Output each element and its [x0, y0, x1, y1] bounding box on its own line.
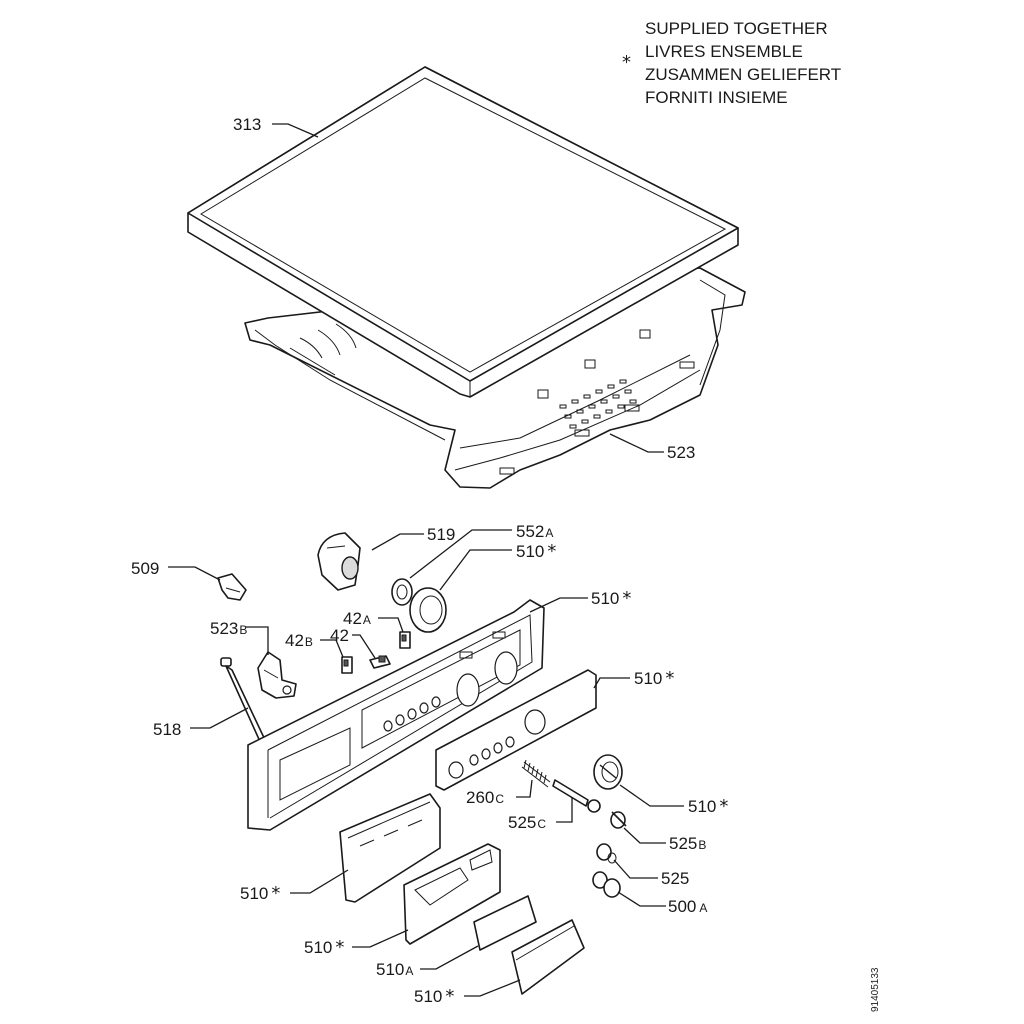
part-509-clip: [217, 573, 247, 601]
part-313-lid: [187, 66, 739, 398]
label-552a: 552A: [516, 522, 553, 541]
label-525b: 525B: [669, 834, 706, 853]
label-523: 523: [667, 443, 695, 462]
part-260c-spring: [521, 759, 551, 788]
label-42a: 42A: [343, 609, 371, 628]
label-510-big-knob: 510*: [688, 796, 728, 817]
legend-line-fr: LIVRES ENSEMBLE: [645, 42, 803, 61]
legend-line-en: SUPPLIED TOGETHER: [645, 19, 828, 38]
legend: * SUPPLIED TOGETHER LIVRES ENSEMBLE ZUSA…: [622, 19, 841, 107]
part-552a-ring: [391, 578, 413, 606]
label-519: 519: [427, 525, 455, 544]
part-510-bottom-flap: [511, 919, 585, 995]
part-510-knob-top: [409, 587, 447, 633]
part-510-drawer-handle: [403, 843, 501, 945]
label-510-flap: 510*: [414, 986, 454, 1007]
label-510a: 510A: [376, 960, 413, 979]
part-510-program-knob: [593, 754, 623, 790]
label-525c: 525C: [508, 813, 546, 832]
part-510-drawer-front: [339, 793, 441, 903]
part-510-front-plate: [435, 669, 597, 791]
label-510-plate: 510*: [634, 668, 674, 689]
label-525: 525: [661, 869, 689, 888]
label-510-drawer: 510*: [240, 883, 280, 904]
part-525-button: [596, 843, 617, 864]
part-523b-switch: [257, 651, 297, 699]
part-42a-switch: [399, 631, 411, 649]
label-313: 313: [233, 115, 261, 134]
callout-labels: 313 523 519 552A 510* 509 510* 42A 523B …: [131, 115, 728, 1007]
label-42: 42: [330, 626, 349, 645]
legend-asterisk: *: [622, 52, 631, 73]
part-42b-switch: [341, 656, 353, 674]
label-260c: 260C: [466, 788, 504, 807]
document-id: 91405133: [870, 967, 881, 1012]
legend-line-de: ZUSAMMEN GELIEFERT: [645, 65, 841, 84]
label-509: 509: [131, 559, 159, 578]
part-525c-shaft: [552, 779, 601, 813]
part-519-housing: [317, 532, 361, 591]
part-525b-button: [610, 811, 627, 829]
label-510-knob: 510*: [516, 541, 556, 562]
legend-line-it: FORNITI INSIEME: [645, 88, 788, 107]
leader-lines: [168, 123, 684, 997]
label-518: 518: [153, 720, 181, 739]
label-523b: 523B: [210, 619, 247, 638]
label-510-panel: 510*: [591, 588, 631, 609]
part-500a-knob: [592, 871, 621, 898]
part-510-control-panel: [247, 599, 545, 831]
label-510-handle: 510*: [304, 937, 344, 958]
part-42-switch: [369, 655, 391, 669]
part-510a-cover: [473, 895, 537, 951]
label-42b: 42B: [285, 631, 313, 650]
